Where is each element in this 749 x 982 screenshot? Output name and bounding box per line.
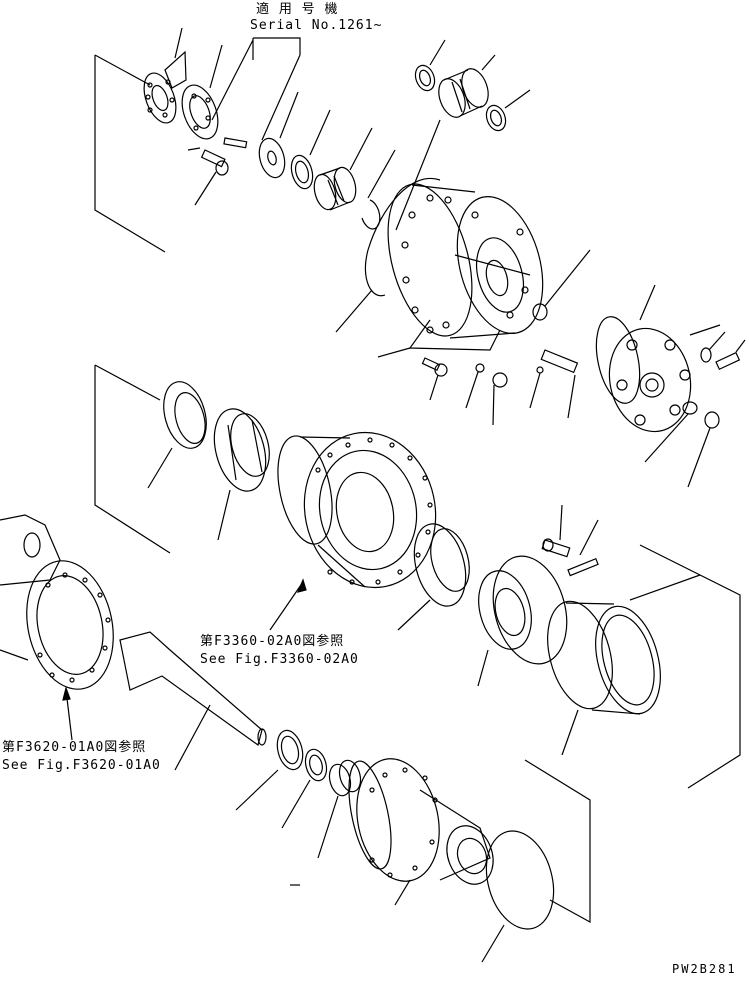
top-group-bracket (94, 54, 166, 253)
part-bolt-carrier (532, 249, 591, 321)
part-plate-topleft (143, 27, 187, 124)
part-small-bolt (421, 357, 448, 401)
part-oring-bottom (481, 830, 555, 963)
carrier-pins-bracket (377, 319, 501, 358)
part-hub (277, 431, 437, 589)
part-pin-b (529, 349, 579, 419)
part-carrier-housing (387, 119, 544, 339)
bottom-bracket (524, 759, 591, 924)
part-bearing-cup-bottom (235, 729, 304, 811)
part-ring-gear (547, 600, 661, 756)
part-bolt-topleft (187, 147, 229, 206)
part-bolt-hub (541, 504, 571, 558)
part-roller-bearing (313, 127, 373, 211)
housing-ref-arrow (62, 685, 73, 741)
part-bearing-cone-mid (213, 408, 270, 541)
part-washer (258, 91, 299, 179)
part-pin (223, 137, 248, 149)
ref-hub-en: See Fig.F3360-02A0 (200, 652, 359, 667)
part-lock-pin (567, 519, 599, 577)
part-axle-housing (0, 514, 114, 690)
serial-number: Serial No.1261~ (250, 18, 383, 33)
ref-housing-jp: 第F3620-01A0図参照 (2, 740, 147, 755)
part-seal-ring (290, 109, 331, 190)
part-bearing-cup-top (414, 39, 446, 92)
part-ball (465, 363, 485, 409)
part-bolt-right (715, 339, 746, 371)
part-cover-plate (595, 284, 721, 433)
right-group-bracket (629, 544, 741, 789)
middle-group-bracket (94, 364, 171, 554)
part-seal-bottom (281, 748, 328, 829)
part-oring-large (335, 177, 441, 333)
part-bearing-race-top (485, 89, 531, 132)
part-spindle (290, 758, 494, 906)
part-snap-ring (361, 149, 396, 230)
part-axle-shaft (119, 631, 267, 771)
serial-bracket (211, 37, 301, 141)
part-bearing-cone-top (438, 54, 496, 118)
part-bearing-right-hub (397, 523, 470, 631)
applicability-jp: 適 用 号 機 (256, 2, 339, 17)
ref-housing-en: See Fig.F3620-01A0 (2, 758, 161, 773)
part-plug-right (644, 401, 720, 488)
hub-ref-arrow (269, 578, 307, 631)
part-bearing-small (181, 44, 223, 140)
part-plug (492, 372, 508, 426)
part-gear-plate (477, 555, 568, 687)
ref-hub-jp: 第F3360-02A0図参照 (200, 634, 345, 649)
drawing-code: PW2B281 (672, 962, 737, 976)
part-bearing-cup-mid (147, 381, 207, 489)
part-washer-small-right (700, 331, 726, 363)
